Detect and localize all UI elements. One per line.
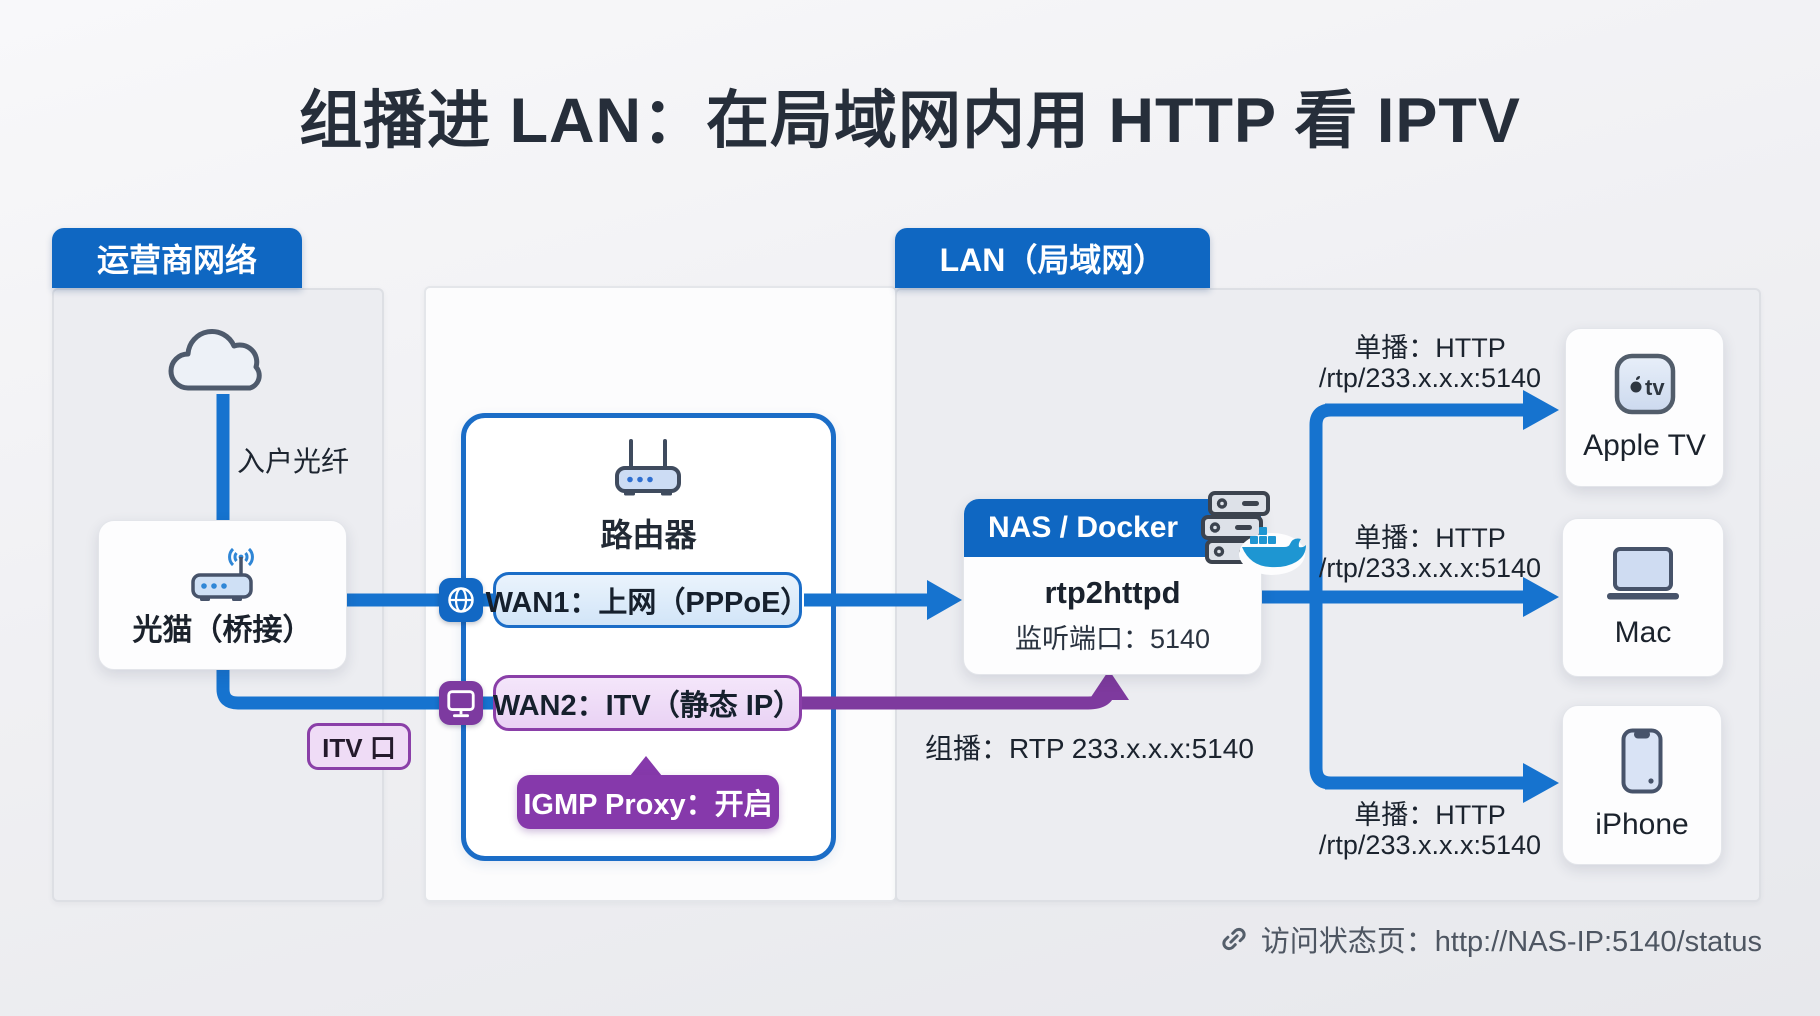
unicast-line1: 单播：HTTP <box>1354 800 1506 830</box>
iphone-icon <box>1621 728 1663 794</box>
appletv-card: tv Apple TV <box>1565 328 1724 487</box>
isp-panel-tab: 运营商网络 <box>52 228 302 288</box>
lan-panel-tab: LAN（局域网） <box>895 228 1210 288</box>
laptop-icon <box>1607 546 1679 599</box>
server-icon <box>1201 491 1270 564</box>
iphone-card: iPhone <box>1562 705 1722 865</box>
igmp-badge: IGMP Proxy：开启 <box>517 775 779 829</box>
status-text: 访问状态页：http://NAS-IP:5140/status <box>1260 926 1762 958</box>
page-title: 组播进 LAN：在局域网内用 HTTP 看 IPTV <box>299 86 1521 156</box>
unicast-label-iphone: 单播：HTTP /rtp/233.x.x.x:5140 <box>1315 800 1545 860</box>
modem-icon <box>190 547 254 601</box>
svg-text:tv: tv <box>1645 375 1665 400</box>
appletv-icon: tv <box>1614 353 1675 414</box>
unicast-label-mac: 单播：HTTP /rtp/233.x.x.x:5140 <box>1315 523 1545 583</box>
status-bar: 访问状态页：http://NAS-IP:5140/status <box>1219 918 1762 960</box>
unicast-line2: /rtp/233.x.x.x:5140 <box>1318 363 1542 393</box>
globe-icon <box>448 587 474 613</box>
modem-label: 光猫（桥接） <box>132 614 313 647</box>
nas-port-label: 监听端口：5140 <box>1014 624 1211 654</box>
docker-whale-icon <box>1239 527 1306 575</box>
device-name: iPhone <box>1595 808 1689 841</box>
itv-port-badge: ITV 口 <box>307 723 411 770</box>
igmp-pointer <box>630 756 662 776</box>
wan1-port-icon <box>439 578 483 622</box>
unicast-line2: /rtp/233.x.x.x:5140 <box>1318 553 1542 583</box>
router-label: 路由器 <box>600 517 697 553</box>
multicast-label: 组播：RTP 233.x.x.x:5140 <box>925 733 1254 764</box>
unicast-line1: 单播：HTTP <box>1354 523 1506 553</box>
cloud-icon <box>168 328 262 391</box>
nas-service-name: rtp2httpd <box>1044 575 1181 610</box>
wan2-chip: WAN2：ITV（静态 IP） <box>493 675 802 731</box>
router-icon <box>615 439 681 496</box>
device-name: Apple TV <box>1583 428 1706 462</box>
unicast-line1: 单播：HTTP <box>1354 333 1506 363</box>
wan2-port-icon <box>439 681 483 725</box>
device-name: Mac <box>1614 615 1672 649</box>
monitor-icon <box>447 690 475 718</box>
unicast-label-appletv: 单播：HTTP /rtp/233.x.x.x:5140 <box>1315 333 1545 393</box>
wan1-chip: WAN1：上网（PPPoE） <box>486 572 809 628</box>
nas-card: NAS / Docker rtp2httpd 监听端口：5140 <box>963 498 1262 675</box>
modem-card: 光猫（桥接） <box>98 520 347 670</box>
mac-card: Mac <box>1562 518 1724 677</box>
fiber-label: 入户光纤 <box>237 446 350 477</box>
server-docker-icon <box>1201 491 1306 575</box>
link-icon <box>1222 927 1246 951</box>
unicast-line2: /rtp/233.x.x.x:5140 <box>1318 830 1542 860</box>
